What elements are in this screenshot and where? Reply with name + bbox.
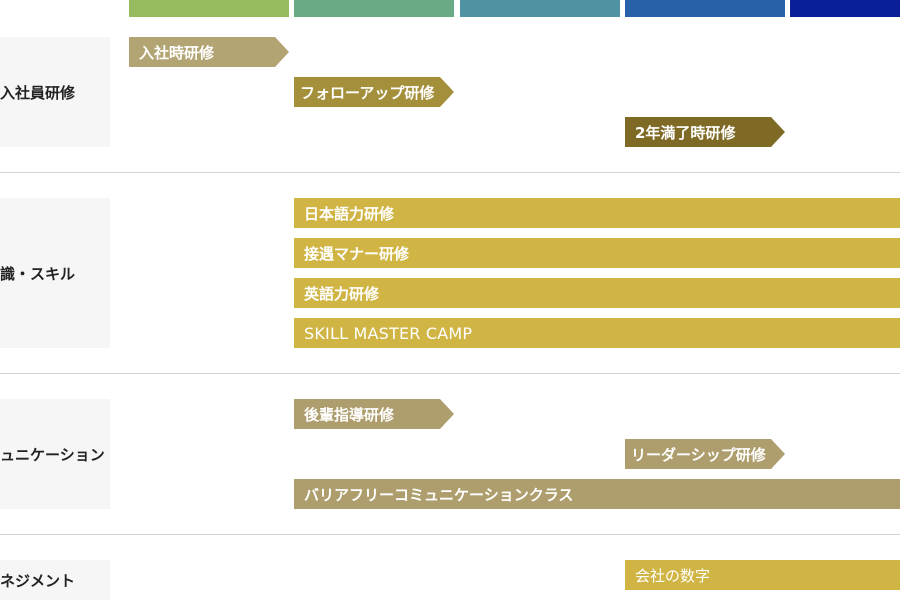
row-label-text: 入社員研修: [0, 83, 76, 102]
training-at-hire[interactable]: 入社時研修: [129, 37, 289, 67]
training-english[interactable]: 英語力研修: [294, 278, 900, 308]
row-label-skills: 識・スキル: [0, 198, 110, 348]
year-header-4: [625, 0, 785, 17]
year-header-2: [294, 0, 454, 17]
row-label-text: ュニケーション: [0, 445, 105, 464]
row-label-management: ネジメント: [0, 560, 110, 600]
year-header-1: [129, 0, 289, 17]
row-label-text: ネジメント: [0, 571, 76, 590]
training-junior-guidance[interactable]: 後輩指導研修: [294, 399, 454, 429]
row-label-new-employee: 入社員研修: [0, 37, 110, 147]
training-barrier-free[interactable]: バリアフリーコミュニケーションクラス: [294, 479, 900, 509]
training-follow-up[interactable]: フォローアップ研修: [294, 77, 454, 107]
training-company-numbers[interactable]: 会社の数字: [625, 560, 900, 590]
training-leadership[interactable]: リーダーシップ研修: [625, 439, 785, 469]
row-divider: [0, 172, 900, 173]
year-header-5: [790, 0, 900, 17]
row-label-communication: ュニケーション: [0, 399, 110, 509]
year-header-3: [460, 0, 620, 17]
row-divider: [0, 534, 900, 535]
row-divider: [0, 373, 900, 374]
training-hospitality[interactable]: 接遇マナー研修: [294, 238, 900, 268]
training-skill-master-camp[interactable]: SKILL MASTER CAMP: [294, 318, 900, 348]
training-second-year[interactable]: 2年満了時研修: [625, 117, 785, 147]
training-japanese[interactable]: 日本語力研修: [294, 198, 900, 228]
row-label-text: 識・スキル: [0, 264, 76, 283]
